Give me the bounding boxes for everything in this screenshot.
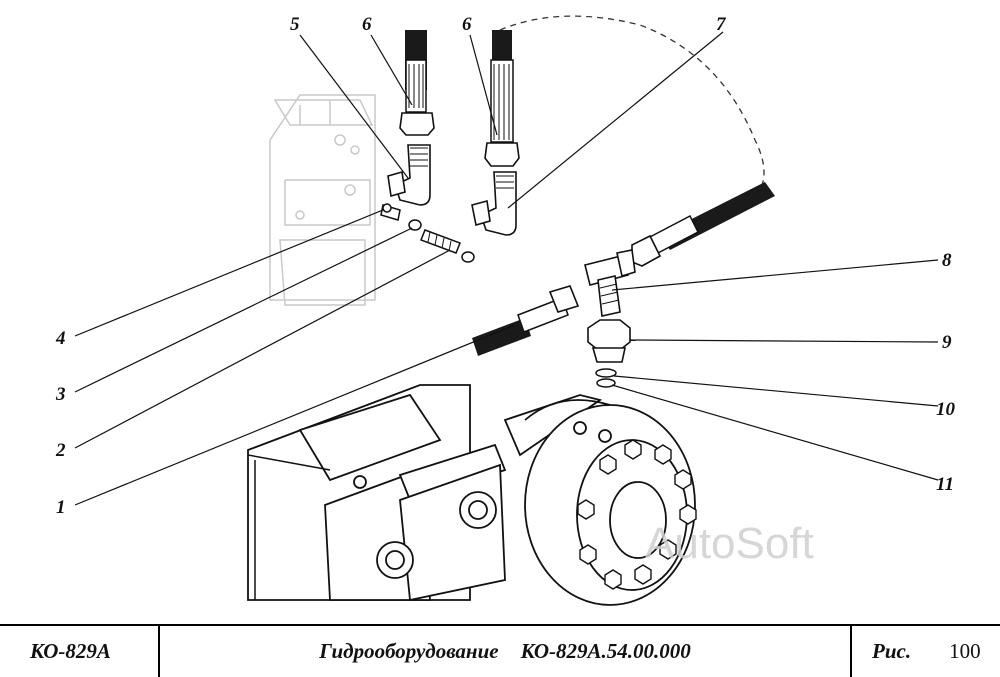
callout-3: 3 [55,384,66,405]
hose-right [631,182,775,267]
pump-bolts [577,439,697,590]
callout-11: 11 [936,474,954,495]
callout-2: 2 [55,440,66,461]
drawing-title: Гидрооборудование КО-829А.54.00.000 [160,626,852,677]
tee-fitting-8 [584,249,636,317]
callout-4: 4 [55,328,66,349]
callout-7: 7 [716,14,727,35]
elbow-fitting-5 [387,144,431,206]
callout-5: 5 [290,14,300,35]
hose-lower-left [472,285,580,356]
dashed-hose-route [499,15,765,191]
callout-8: 8 [942,250,952,271]
drawing-number: КО-829А.54.00.000 [520,639,691,663]
elbow-fitting-7 [471,171,517,236]
figure-ref: Рис. 100 [852,626,1000,677]
callout-10: 10 [936,399,956,420]
figure-label: Рис. [872,639,912,663]
o-ring-11 [596,378,616,388]
hose-upper-left [399,30,435,136]
callout-numbers: 1 2 3 4 5 6 6 7 8 9 10 11 [55,14,956,518]
callout-1: 1 [56,497,66,518]
model-label: КО-829А [0,626,160,677]
callout-6-right: 6 [462,14,472,35]
leader-lines [74,31,939,506]
callout-6-left: 6 [362,14,372,35]
watermark: AutoSoft [645,519,814,568]
hose-upper-right [484,30,520,167]
pump-assembly [247,384,696,606]
o-ring-10 [595,368,617,378]
exploded-parts-diagram: 1 2 3 4 5 6 6 7 8 9 10 11 AutoSoft [55,14,956,606]
callout-9: 9 [942,332,952,353]
title-block: КО-829А Гидрооборудование КО-829А.54.00.… [0,624,1000,677]
small-parts [380,203,475,263]
adapter-nut-9 [587,319,631,363]
figure-number: 100 [949,639,981,663]
background-distributor [269,94,376,306]
title-text: Гидрооборудование [319,639,499,663]
